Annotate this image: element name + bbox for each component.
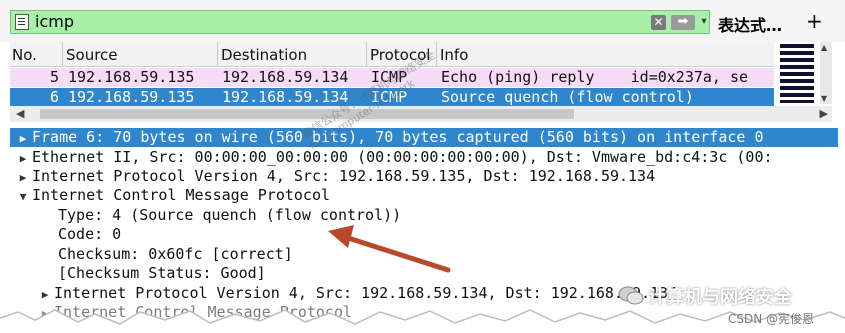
tree-item-ethernet[interactable]: ▶ Ethernet II, Src: 00:00:00_00:00:00 (00… [10,148,838,167]
add-filter-button[interactable]: + [806,9,823,33]
tree-item-label: Frame 6: 70 bytes on wire (560 bits), 70… [32,128,764,146]
filter-text[interactable]: icmp [35,12,74,31]
column-header-info[interactable]: Info [440,46,469,64]
expand-arrow-icon[interactable]: ▶ [19,152,27,165]
expand-arrow-icon[interactable]: ▶ [19,132,27,145]
packet-list-header: No. Source Destination Protocol Info [10,42,774,67]
column-header-source[interactable]: Source [66,46,118,64]
scroll-right-icon[interactable]: ▶ [819,107,828,120]
packet-source: 192.168.59.135 [68,88,195,106]
packet-minimap[interactable] [776,42,818,104]
display-filter-toolbar: icmp ✕ ➡ ▾ 表达式… + [0,0,845,42]
annotation-arrow-icon [328,225,451,273]
filter-history-dropdown[interactable]: ▾ [701,16,707,27]
packet-row[interactable]: 5 192.168.59.135 192.168.59.134 ICMP Ech… [10,68,774,87]
packet-protocol: ICMP [371,68,408,86]
tree-item-label: Internet Protocol Version 4, Src: 192.16… [54,284,678,302]
scroll-down-icon[interactable]: ▼ [821,94,828,103]
torn-edge [0,309,845,333]
expand-arrow-icon[interactable]: ▶ [41,307,49,320]
wechat-account-logo: 计算机与网络安全 [614,283,838,309]
packet-no: 6 [50,88,60,106]
packet-destination: 192.168.59.134 [222,88,349,106]
packet-info: Source quench (flow control) [441,88,694,106]
packet-source: 192.168.59.135 [68,68,195,86]
packet-list-horizontal-scrollbar[interactable]: ◀ ▶ [10,106,832,122]
tree-item-icmp-type[interactable]: Type: 4 (Source quench (flow control)) [10,206,845,225]
expand-arrow-icon[interactable]: ▶ [41,288,49,301]
tree-item-icmp-checksum[interactable]: Checksum: 0x60fc [correct] [10,245,845,264]
wechat-logo-icon [618,286,644,305]
collapse-arrow-icon[interactable]: ▼ [19,190,27,203]
packet-details-tree: ▶ Frame 6: 70 bytes on wire (560 bits), 7… [0,126,845,333]
expression-button[interactable]: 表达式… [718,16,783,35]
column-header-destination[interactable]: Destination [221,46,308,64]
filter-bookmark-icon[interactable] [15,14,29,30]
tree-item-label: Internet Control Message Protocol [32,186,331,204]
tree-item-icmp-code[interactable]: Code: 0 [10,225,845,244]
packet-no: 5 [50,68,60,86]
expand-arrow-icon[interactable]: ▶ [19,171,27,184]
tree-item-checksum-status[interactable]: [Checksum Status: Good] [10,264,845,283]
tree-item-label: Checksum: 0x60fc [correct] [58,245,293,263]
csdn-credit: CSDN @宪俊恩 [728,312,815,326]
tree-item-label: Code: 0 [58,225,122,243]
tree-item-icmp[interactable]: ▼ Internet Control Message Protocol [10,186,838,205]
tree-item-ip[interactable]: ▶ Internet Protocol Version 4, Src: 192.1… [10,167,838,186]
packet-list-vertical-scrollbar[interactable]: ▲ ▼ [820,42,832,104]
tree-item-label: Internet Protocol Version 4, Src: 192.16… [32,167,656,185]
scroll-up-icon[interactable]: ▲ [821,43,828,52]
clear-filter-button[interactable]: ✕ [651,15,666,30]
column-header-protocol[interactable]: Protocol [370,46,431,64]
packet-protocol: ICMP [371,88,408,106]
packet-list: No. Source Destination Protocol Info 5 1… [10,42,832,107]
packet-info: Echo (ping) reply id=0x237a, se [441,68,749,86]
scrollbar-thumb[interactable] [40,109,574,119]
tree-item-label: Ethernet II, Src: 00:00:00_00:00:00 (00:… [32,148,773,166]
column-header-no[interactable]: No. [12,46,37,64]
packet-destination: 192.168.59.134 [222,68,349,86]
display-filter-input[interactable]: icmp ✕ ➡ ▾ [10,10,710,34]
logo-text: 计算机与网络安全 [648,287,792,308]
scroll-left-icon[interactable]: ◀ [16,107,25,120]
tree-item-inner-ip[interactable]: ▶ Internet Protocol Version 4, Src: 192.1… [10,284,845,303]
tree-item-frame[interactable]: ▶ Frame 6: 70 bytes on wire (560 bits), 7… [10,128,838,147]
tree-item-label: [Checksum Status: Good] [58,264,266,282]
apply-filter-button[interactable]: ➡ [671,15,695,30]
tree-item-label: Type: 4 (Source quench (flow control)) [58,206,402,224]
packet-row-selected[interactable]: 6 192.168.59.135 192.168.59.134 ICMP Sou… [10,88,774,107]
